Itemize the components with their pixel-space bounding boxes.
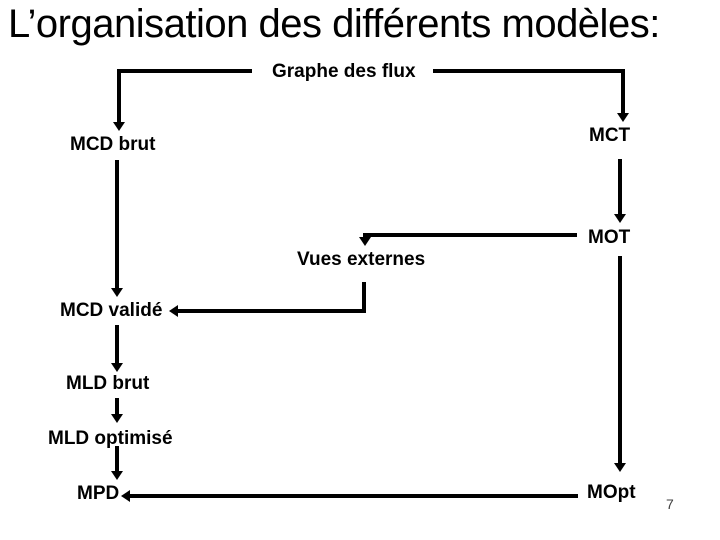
arrowhead-to-mopt xyxy=(614,463,626,472)
node-label-mld-optimise: MLD optimisé xyxy=(48,428,173,449)
connector-mct-to-mot xyxy=(618,159,622,214)
connector-graphe-to-mcdbrut-v xyxy=(117,69,121,122)
connector-vues-to-mcdvalide-h xyxy=(178,309,366,313)
arrowhead-vues-to-mcd-valide xyxy=(169,305,178,317)
page-number: 7 xyxy=(666,496,674,512)
node-label-mcd-brut: MCD brut xyxy=(70,134,156,155)
arrowhead-to-mpd xyxy=(111,471,123,480)
connector-graphe-to-mct-v xyxy=(621,69,625,113)
arrowhead-mopt-to-mpd xyxy=(121,490,130,502)
connector-mopt-to-mpd xyxy=(130,494,578,498)
node-label-mcd-valide: MCD validé xyxy=(60,300,163,321)
connector-vues-to-mcdvalide-v xyxy=(362,282,366,313)
connector-mcdvalide-to-mldbrut xyxy=(115,325,119,363)
node-label-mld-brut: MLD brut xyxy=(66,373,150,394)
connector-mldbrut-to-mldoptimise xyxy=(115,398,119,414)
page-title: L’organisation des différents modèles: xyxy=(8,2,660,46)
arrowhead-to-mld-optimise xyxy=(111,414,123,423)
arrowhead-to-mcd-valide xyxy=(111,288,123,297)
node-label-graphe-des-flux: Graphe des flux xyxy=(272,61,416,82)
arrowhead-to-vues-externes xyxy=(359,237,371,246)
connector-mldoptimise-to-mpd xyxy=(115,446,119,471)
node-label-mpd: MPD xyxy=(77,483,120,504)
arrowhead-to-mot xyxy=(614,214,626,223)
node-label-mct: MCT xyxy=(589,125,631,146)
arrowhead-to-mcd-brut xyxy=(113,122,125,131)
node-label-vues-externes: Vues externes xyxy=(297,249,426,270)
connector-mot-to-vues-h xyxy=(363,233,577,237)
connector-mot-to-mopt xyxy=(618,256,622,463)
node-label-mot: MOT xyxy=(588,227,631,248)
arrowhead-to-mct xyxy=(617,113,629,122)
connector-mcdbrut-to-mcdvalide xyxy=(115,160,119,288)
connector-graphe-to-mct-h xyxy=(433,69,625,73)
arrowhead-to-mld-brut xyxy=(111,363,123,372)
connector-graphe-to-mcdbrut-h xyxy=(117,69,252,73)
node-label-mopt: MOpt xyxy=(587,482,636,503)
